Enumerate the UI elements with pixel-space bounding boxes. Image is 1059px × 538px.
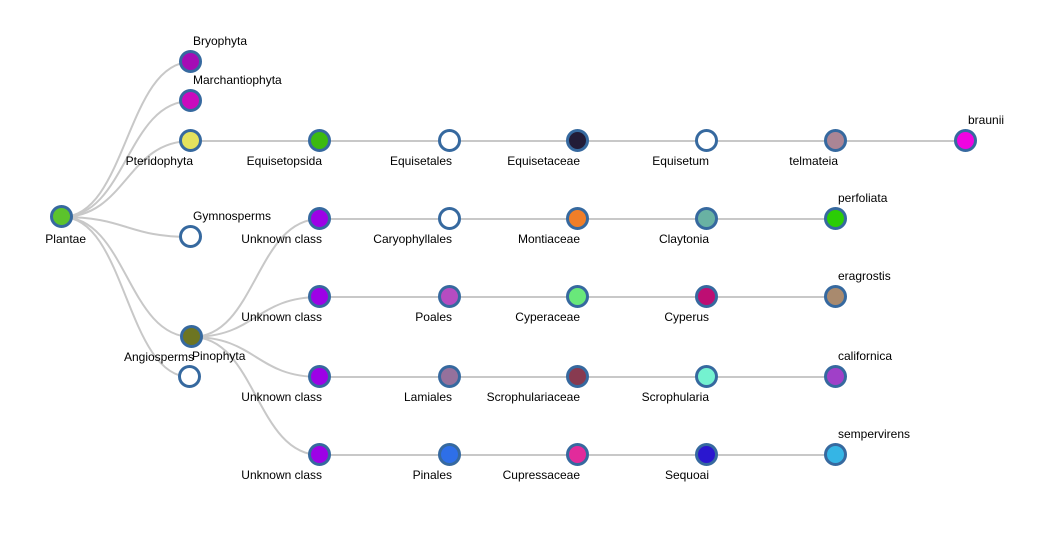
node-label-pteridophyta: Pteridophyta [125, 154, 193, 168]
node-bryophyta[interactable] [179, 50, 202, 73]
node-poales[interactable] [438, 285, 461, 308]
node-lamiales[interactable] [438, 365, 461, 388]
node-telmateia[interactable] [824, 129, 847, 152]
node-claytonia[interactable] [695, 207, 718, 230]
node-label-poales: Poales [415, 310, 452, 324]
node-label-plantae: Plantae [45, 232, 86, 246]
node-label-equisetum: Equisetum [652, 154, 709, 168]
node-californica[interactable] [824, 365, 847, 388]
node-label-scrophularia: Scrophularia [641, 390, 709, 404]
edge-angiosperms-uc4 [191, 336, 321, 378]
node-cyperaceae[interactable] [566, 285, 589, 308]
node-label-claytonia: Claytonia [658, 232, 709, 246]
node-uc5[interactable] [308, 443, 331, 466]
node-equisetum[interactable] [695, 129, 718, 152]
node-label-equisetales: Equisetales [389, 154, 452, 168]
node-label-cyperaceae: Cyperaceae [515, 310, 580, 324]
node-label-lamiales: Lamiales [403, 390, 452, 404]
edge-angiosperms-uc3 [191, 296, 321, 338]
node-uc4[interactable] [308, 365, 331, 388]
node-equisetaceae[interactable] [566, 129, 589, 152]
edge-plantae-pteridophyta [61, 140, 192, 218]
node-braunii[interactable] [954, 129, 977, 152]
node-label-telmateia: telmateia [789, 154, 838, 168]
node-pteridophyta[interactable] [179, 129, 202, 152]
node-eragrostis[interactable] [824, 285, 847, 308]
node-label-angiosperms: Angiosperms [123, 350, 194, 364]
node-label-uc2: Unknown class [241, 232, 322, 246]
edge-plantae-pinophyta [61, 216, 191, 378]
node-uc2[interactable] [308, 207, 331, 230]
node-label-californica: californica [838, 349, 893, 363]
node-angiosperms[interactable] [180, 325, 203, 348]
node-label-equisetopsida: Equisetopsida [246, 154, 322, 168]
node-label-scrophulariaceae: Scrophulariaceae [486, 390, 580, 404]
edge-plantae-marchantiophyta [61, 100, 192, 218]
node-label-montiaceae: Montiaceae [517, 232, 580, 246]
node-equisetales[interactable] [438, 129, 461, 152]
node-label-sempervirens: sempervirens [838, 427, 911, 441]
node-label-pinales: Pinales [412, 468, 452, 482]
node-marchantiophyta[interactable] [179, 89, 202, 112]
node-pinophyta[interactable] [178, 365, 201, 388]
node-label-cyperus: Cyperus [664, 310, 709, 324]
node-label-eragrostis: eragrostis [838, 269, 891, 283]
node-perfoliata[interactable] [824, 207, 847, 230]
node-label-marchantiophyta: Marchantiophyta [193, 73, 282, 87]
node-label-bryophyta: Bryophyta [193, 34, 248, 48]
edge-angiosperms-uc2 [191, 218, 321, 338]
node-label-cupressaceae: Cupressaceae [502, 468, 580, 482]
node-scrophulariaceae[interactable] [566, 365, 589, 388]
node-plantae[interactable] [50, 205, 73, 228]
node-label-perfoliata: perfoliata [838, 191, 888, 205]
node-sequoai[interactable] [695, 443, 718, 466]
node-label-uc5: Unknown class [241, 468, 322, 482]
node-equisetopsida[interactable] [308, 129, 331, 152]
node-label-caryophyllales: Caryophyllales [373, 232, 452, 246]
edge-angiosperms-uc5 [191, 336, 321, 456]
node-montiaceae[interactable] [566, 207, 589, 230]
node-gymnosperms[interactable] [179, 225, 202, 248]
node-label-gymnosperms: Gymnosperms [193, 209, 272, 223]
node-scrophularia[interactable] [695, 365, 718, 388]
node-label-equisetaceae: Equisetaceae [507, 154, 580, 168]
node-pinales[interactable] [438, 443, 461, 466]
node-label-braunii: braunii [968, 113, 1005, 127]
edge-plantae-bryophyta [61, 61, 192, 218]
node-uc3[interactable] [308, 285, 331, 308]
node-label-uc3: Unknown class [241, 310, 322, 324]
node-cupressaceae[interactable] [566, 443, 589, 466]
node-caryophyllales[interactable] [438, 207, 461, 230]
node-label-uc4: Unknown class [241, 390, 322, 404]
node-label-sequoai: Sequoai [664, 468, 709, 482]
edge-plantae-gymnosperms [61, 216, 192, 238]
edge-plantae-angiosperms [61, 216, 193, 338]
node-cyperus[interactable] [695, 285, 718, 308]
node-label-pinophyta: Pinophyta [192, 349, 246, 363]
node-sempervirens[interactable] [824, 443, 847, 466]
